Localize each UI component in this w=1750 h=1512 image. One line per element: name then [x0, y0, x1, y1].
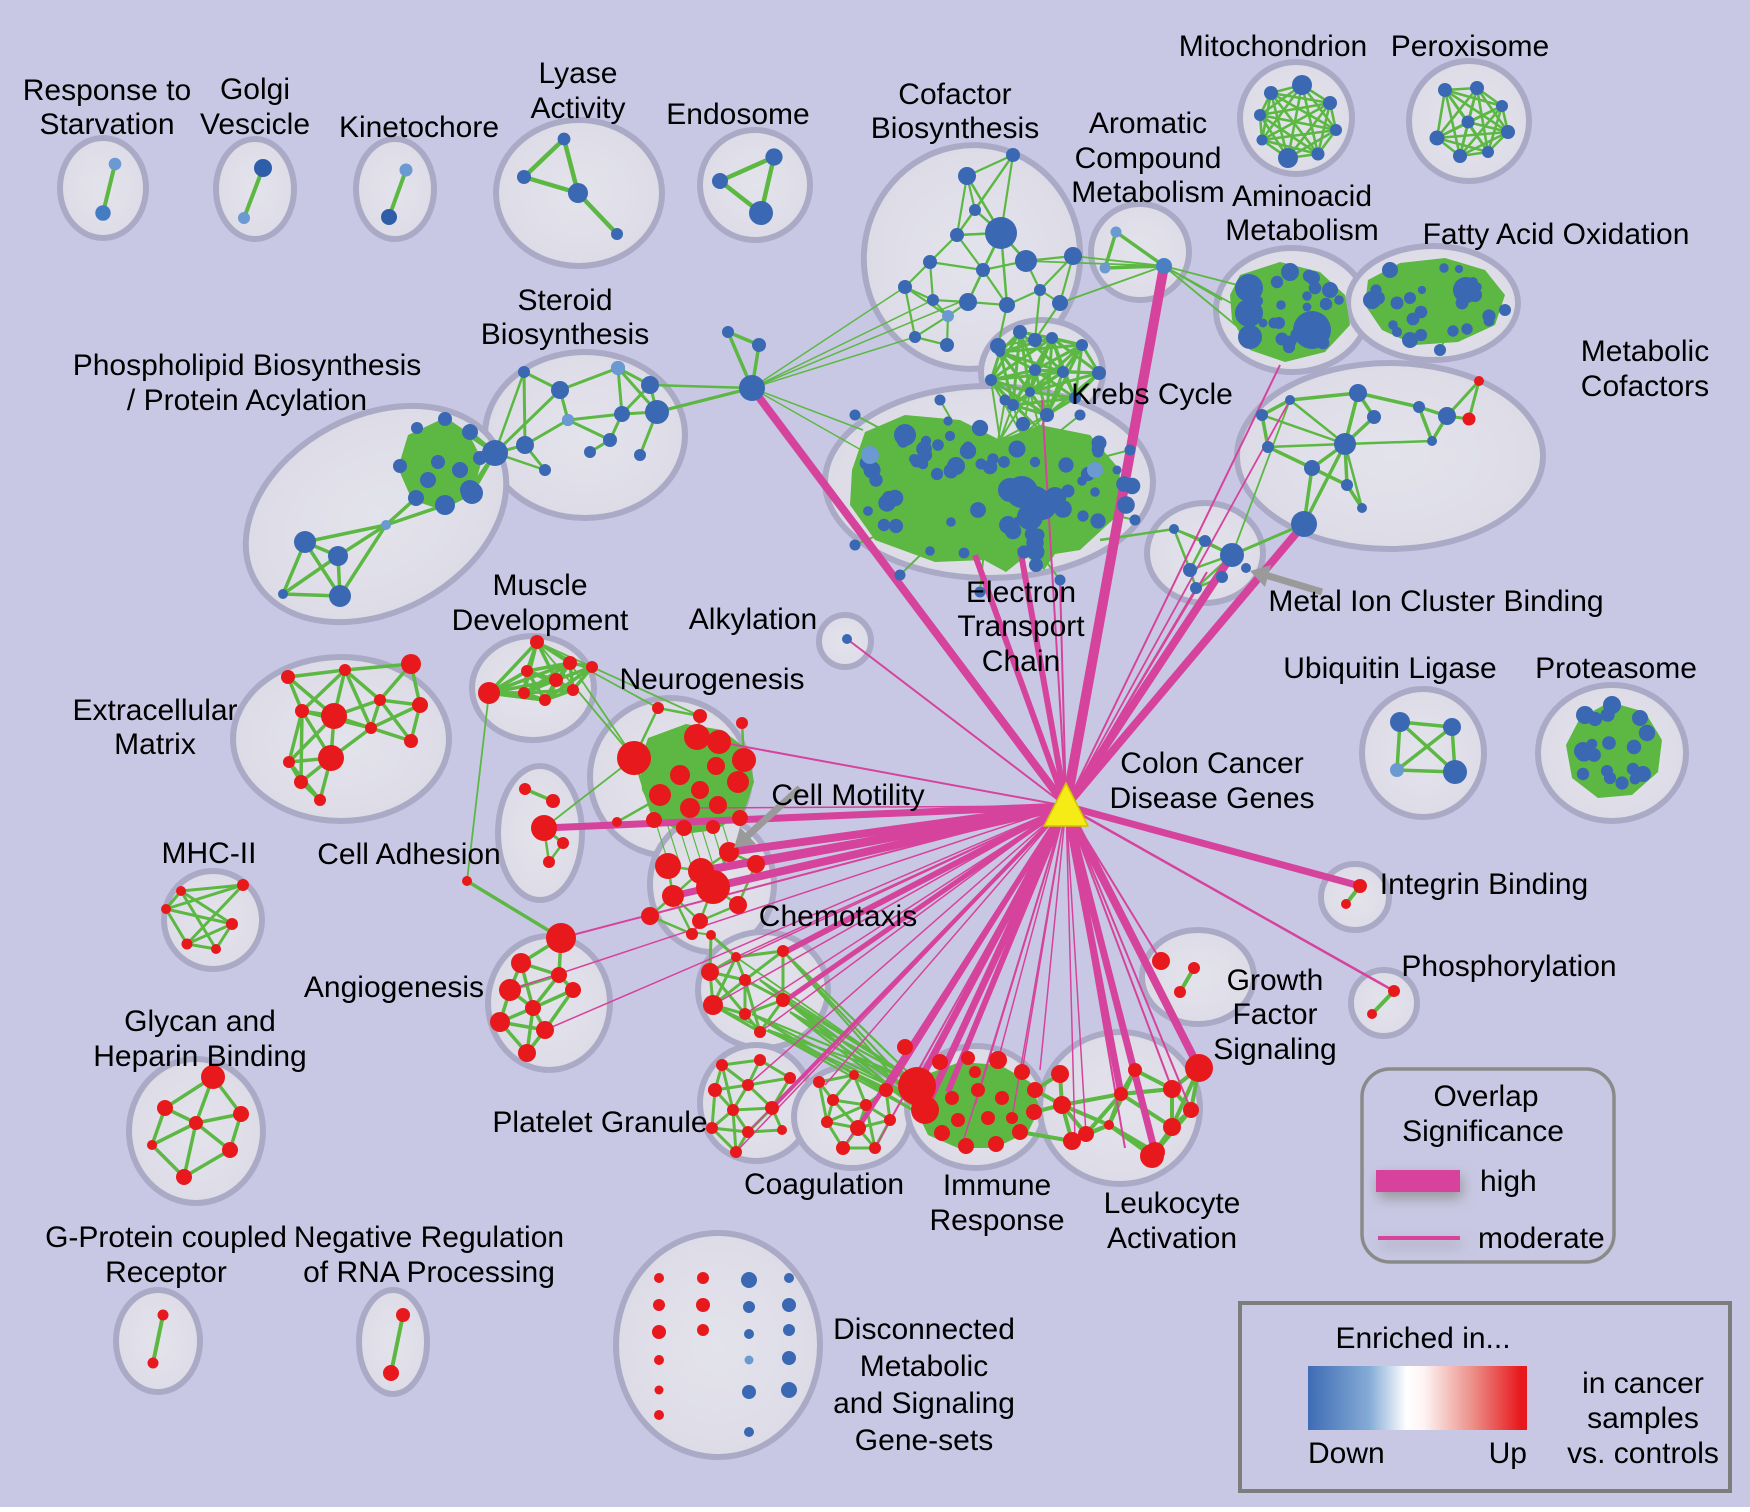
- svg-text:of RNA Processing: of RNA Processing: [303, 1256, 555, 1289]
- svg-text:vs. controls: vs. controls: [1567, 1437, 1719, 1470]
- svg-text:Coagulation: Coagulation: [744, 1168, 904, 1201]
- svg-text:Signaling: Signaling: [1213, 1033, 1336, 1066]
- svg-text:Cofactor: Cofactor: [898, 78, 1011, 111]
- svg-text:Metabolism: Metabolism: [1071, 176, 1224, 209]
- svg-text:Kinetochore: Kinetochore: [339, 111, 499, 144]
- svg-text:Chain: Chain: [982, 645, 1060, 678]
- svg-text:Mitochondrion: Mitochondrion: [1179, 30, 1367, 63]
- svg-text:Enriched in...: Enriched in...: [1335, 1322, 1510, 1355]
- svg-text:Angiogenesis: Angiogenesis: [304, 971, 484, 1004]
- svg-text:Krebs Cycle: Krebs Cycle: [1071, 378, 1233, 411]
- svg-text:Immune: Immune: [943, 1169, 1051, 1202]
- svg-text:Platelet Granule: Platelet Granule: [492, 1106, 707, 1139]
- svg-text:Glycan and: Glycan and: [124, 1005, 276, 1038]
- svg-text:Transport: Transport: [957, 610, 1085, 643]
- svg-text:Golgi: Golgi: [220, 73, 290, 106]
- svg-text:G-Protein coupled: G-Protein coupled: [45, 1221, 287, 1254]
- svg-text:Overlap: Overlap: [1433, 1080, 1538, 1113]
- svg-text:Starvation: Starvation: [39, 108, 174, 141]
- svg-text:high: high: [1480, 1165, 1537, 1198]
- svg-text:Phospholipid Biosynthesis: Phospholipid Biosynthesis: [73, 349, 422, 382]
- svg-text:Aminoacid: Aminoacid: [1232, 180, 1372, 213]
- svg-text:Peroxisome: Peroxisome: [1391, 30, 1549, 63]
- svg-text:Receptor: Receptor: [105, 1256, 227, 1289]
- svg-text:Cofactors: Cofactors: [1581, 370, 1709, 403]
- svg-text:Electron: Electron: [966, 576, 1076, 609]
- svg-text:Leukocyte: Leukocyte: [1104, 1187, 1241, 1220]
- svg-text:Metabolic: Metabolic: [860, 1350, 988, 1383]
- svg-text:Growth: Growth: [1227, 964, 1324, 997]
- svg-text:Down: Down: [1308, 1437, 1385, 1470]
- svg-text:Steroid: Steroid: [517, 284, 612, 317]
- svg-text:Biosynthesis: Biosynthesis: [871, 112, 1039, 145]
- svg-text:Phosphorylation: Phosphorylation: [1401, 950, 1616, 983]
- svg-text:Aromatic: Aromatic: [1089, 107, 1207, 140]
- svg-text:/ Protein Acylation: / Protein Acylation: [127, 384, 367, 417]
- svg-text:Vescicle: Vescicle: [200, 108, 310, 141]
- svg-text:Neurogenesis: Neurogenesis: [619, 663, 804, 696]
- svg-text:Cell Adhesion: Cell Adhesion: [317, 838, 500, 871]
- svg-text:Activity: Activity: [530, 92, 625, 125]
- svg-text:MHC-II: MHC-II: [162, 837, 257, 870]
- svg-text:Endosome: Endosome: [666, 98, 809, 131]
- svg-text:Ubiquitin Ligase: Ubiquitin Ligase: [1283, 652, 1496, 685]
- svg-text:in cancer: in cancer: [1582, 1367, 1704, 1400]
- svg-text:Factor: Factor: [1232, 998, 1317, 1031]
- svg-text:moderate: moderate: [1478, 1222, 1605, 1255]
- svg-text:Muscle: Muscle: [492, 569, 587, 602]
- svg-text:and Signaling: and Signaling: [833, 1387, 1015, 1420]
- svg-text:Extracellular: Extracellular: [72, 694, 237, 727]
- svg-text:Cell Motility: Cell Motility: [771, 779, 924, 812]
- svg-text:Heparin Binding: Heparin Binding: [93, 1040, 306, 1073]
- svg-text:Metabolism: Metabolism: [1225, 214, 1378, 247]
- svg-text:Metal Ion Cluster Binding: Metal Ion Cluster Binding: [1268, 585, 1603, 618]
- svg-text:Integrin Binding: Integrin Binding: [1380, 868, 1588, 901]
- svg-text:Response to: Response to: [23, 74, 191, 107]
- svg-text:Matrix: Matrix: [114, 728, 196, 761]
- svg-text:Proteasome: Proteasome: [1535, 652, 1697, 685]
- svg-text:Compound: Compound: [1075, 142, 1222, 175]
- svg-text:Colon Cancer: Colon Cancer: [1120, 747, 1303, 780]
- svg-text:Gene-sets: Gene-sets: [855, 1424, 993, 1457]
- svg-text:Disease Genes: Disease Genes: [1109, 782, 1314, 815]
- svg-text:Response: Response: [929, 1204, 1064, 1237]
- svg-text:Chemotaxis: Chemotaxis: [759, 900, 917, 933]
- svg-text:Up: Up: [1489, 1437, 1527, 1470]
- svg-text:Metabolic: Metabolic: [1581, 335, 1709, 368]
- svg-text:Disconnected: Disconnected: [833, 1313, 1015, 1346]
- svg-text:Biosynthesis: Biosynthesis: [481, 318, 649, 351]
- svg-text:Negative Regulation: Negative Regulation: [294, 1221, 564, 1254]
- svg-text:Significance: Significance: [1402, 1115, 1564, 1148]
- svg-text:Lyase: Lyase: [539, 57, 618, 90]
- svg-text:Fatty Acid Oxidation: Fatty Acid Oxidation: [1423, 218, 1690, 251]
- svg-text:Activation: Activation: [1107, 1222, 1237, 1255]
- svg-text:samples: samples: [1587, 1402, 1699, 1435]
- svg-text:Development: Development: [452, 604, 629, 637]
- svg-text:Alkylation: Alkylation: [689, 603, 817, 636]
